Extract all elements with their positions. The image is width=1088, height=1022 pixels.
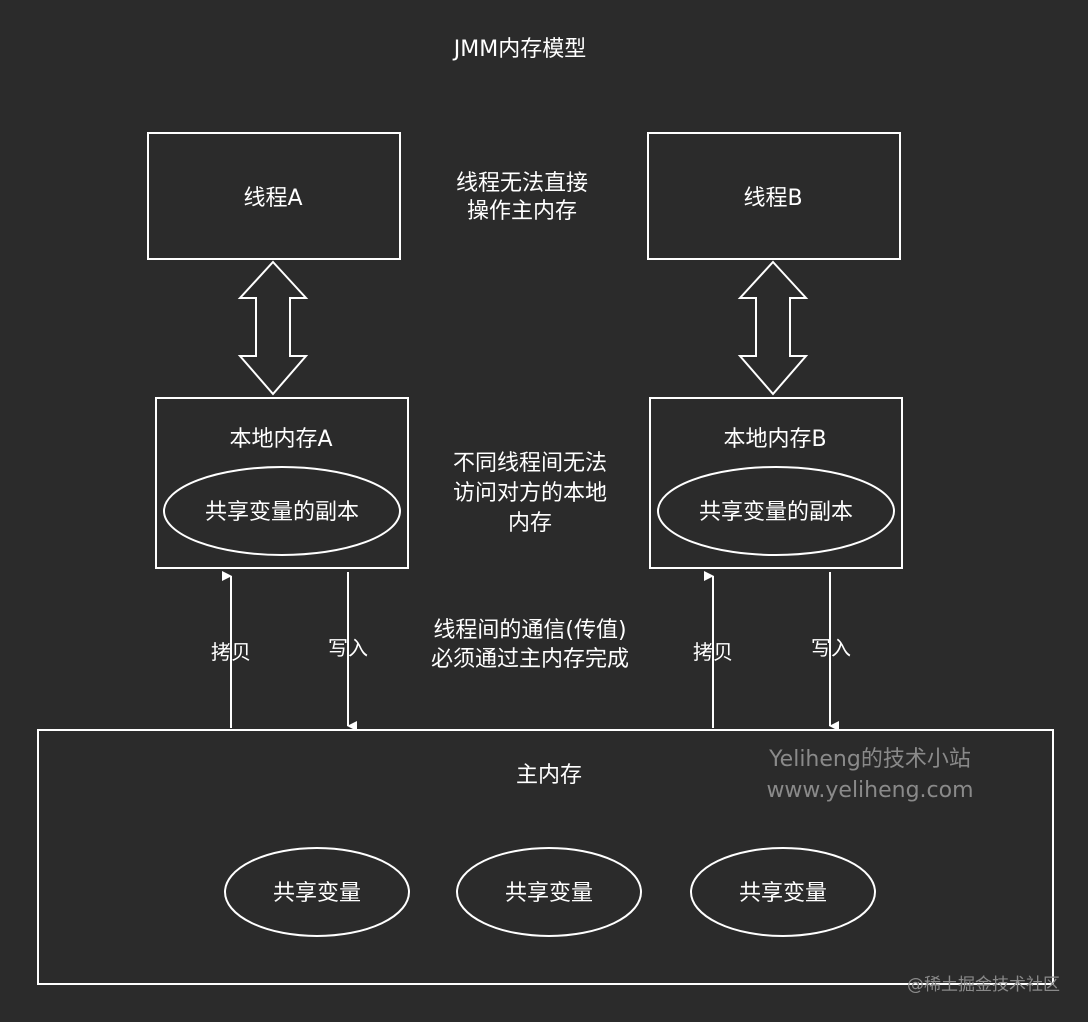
thread-b-label: 线程B (743, 186, 802, 211)
local-b-copy-label: 共享变量的副本 (699, 500, 853, 525)
watermark-line2: www.yeliheng.com (766, 778, 973, 803)
shared-var-label-2: 共享变量 (505, 881, 593, 906)
note-bottom-line1: 线程间的通信(传值) (433, 618, 626, 643)
local-memory-a-label: 本地内存A (229, 427, 332, 452)
diagram-title: JMM内存模型 (452, 37, 586, 62)
thread-b-box (647, 132, 901, 260)
local-a-copy-ellipse (163, 466, 401, 556)
note-top-line2: 操作主内存 (467, 199, 577, 224)
shared-var-ellipse-3 (690, 847, 876, 937)
note-middle-line1: 不同线程间无法 (453, 451, 607, 476)
footer-watermark: @稀土掘金技术社区 (907, 975, 1060, 995)
shared-var-ellipse-2 (456, 847, 642, 937)
note-middle-line2: 访问对方的本地 (453, 481, 607, 506)
shared-var-ellipse-1 (224, 847, 410, 937)
thread-a-label: 线程A (243, 186, 302, 211)
shared-var-label-3: 共享变量 (739, 881, 827, 906)
main-memory-label: 主内存 (516, 763, 582, 788)
write-label-b: 写入 (811, 636, 851, 660)
local-memory-b-box (649, 397, 903, 569)
local-memory-a-box (155, 397, 409, 569)
note-top-line1: 线程无法直接 (456, 171, 588, 196)
copy-label-b: 拷贝 (693, 640, 733, 664)
note-middle-line3: 内存 (508, 511, 552, 536)
thread-a-box (147, 132, 401, 260)
local-b-copy-ellipse (657, 466, 895, 556)
double-arrow-b (737, 260, 809, 396)
watermark-line1: Yeliheng的技术小站 (768, 747, 971, 772)
double-arrow-a (237, 260, 309, 396)
local-memory-b-label: 本地内存B (723, 427, 826, 452)
write-label-a: 写入 (328, 636, 368, 660)
copy-label-a: 拷贝 (211, 640, 251, 664)
note-bottom-line2: 必须通过主内存完成 (431, 647, 629, 672)
local-a-copy-label: 共享变量的副本 (205, 500, 359, 525)
shared-var-label-1: 共享变量 (273, 881, 361, 906)
main-memory-box (37, 729, 1054, 985)
